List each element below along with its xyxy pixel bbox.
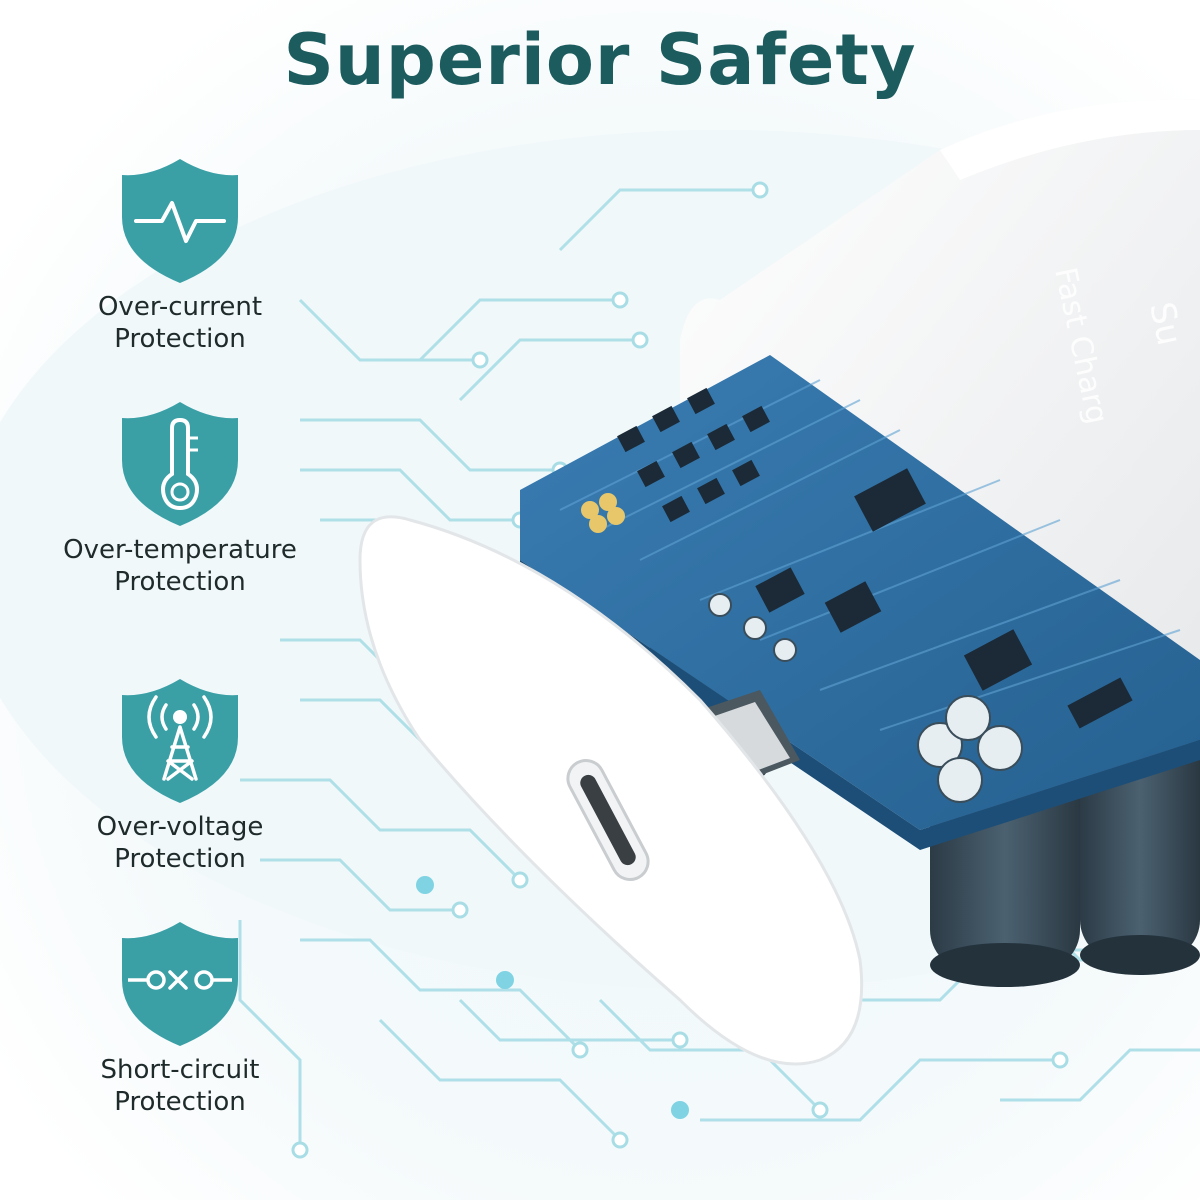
feature-label-line1: Short-circuit bbox=[100, 1055, 260, 1085]
feature-label: Over-temperature Protection bbox=[40, 534, 320, 598]
feature-label-line2: Protection bbox=[114, 567, 246, 597]
feature-over-current: Over-current Protection bbox=[40, 155, 320, 355]
feature-label-line1: Over-voltage bbox=[96, 812, 264, 842]
feature-label-line1: Over-current bbox=[97, 292, 263, 322]
thermometer-icon bbox=[122, 402, 238, 526]
feature-label: Short-circuit Protection bbox=[40, 1054, 320, 1118]
feature-label-line2: Protection bbox=[114, 324, 246, 354]
circuit-glow-nodes bbox=[416, 876, 689, 1119]
feature-label-line1: Over-temperature bbox=[63, 535, 297, 565]
feature-short-circuit: Short-circuit Protection bbox=[40, 918, 320, 1118]
pulse-icon bbox=[122, 159, 238, 283]
feature-label-line2: Protection bbox=[114, 1087, 246, 1117]
charger-faceplate bbox=[358, 515, 864, 1066]
circuit-resistor-icon bbox=[122, 922, 238, 1046]
feature-over-voltage: Over-voltage Protection bbox=[40, 675, 320, 875]
feature-list: Over-current Protection Over-temperature… bbox=[0, 0, 360, 1200]
page-title: Superior Safety bbox=[283, 19, 917, 101]
feature-over-temperature: Over-temperature Protection bbox=[40, 398, 320, 598]
feature-label: Over-voltage Protection bbox=[40, 811, 320, 875]
signal-tower-icon bbox=[122, 679, 238, 803]
feature-label-line2: Protection bbox=[114, 844, 246, 874]
charger-brand-text: Su bbox=[1141, 299, 1189, 350]
circuit-board bbox=[520, 355, 1200, 850]
feature-label: Over-current Protection bbox=[40, 291, 320, 355]
